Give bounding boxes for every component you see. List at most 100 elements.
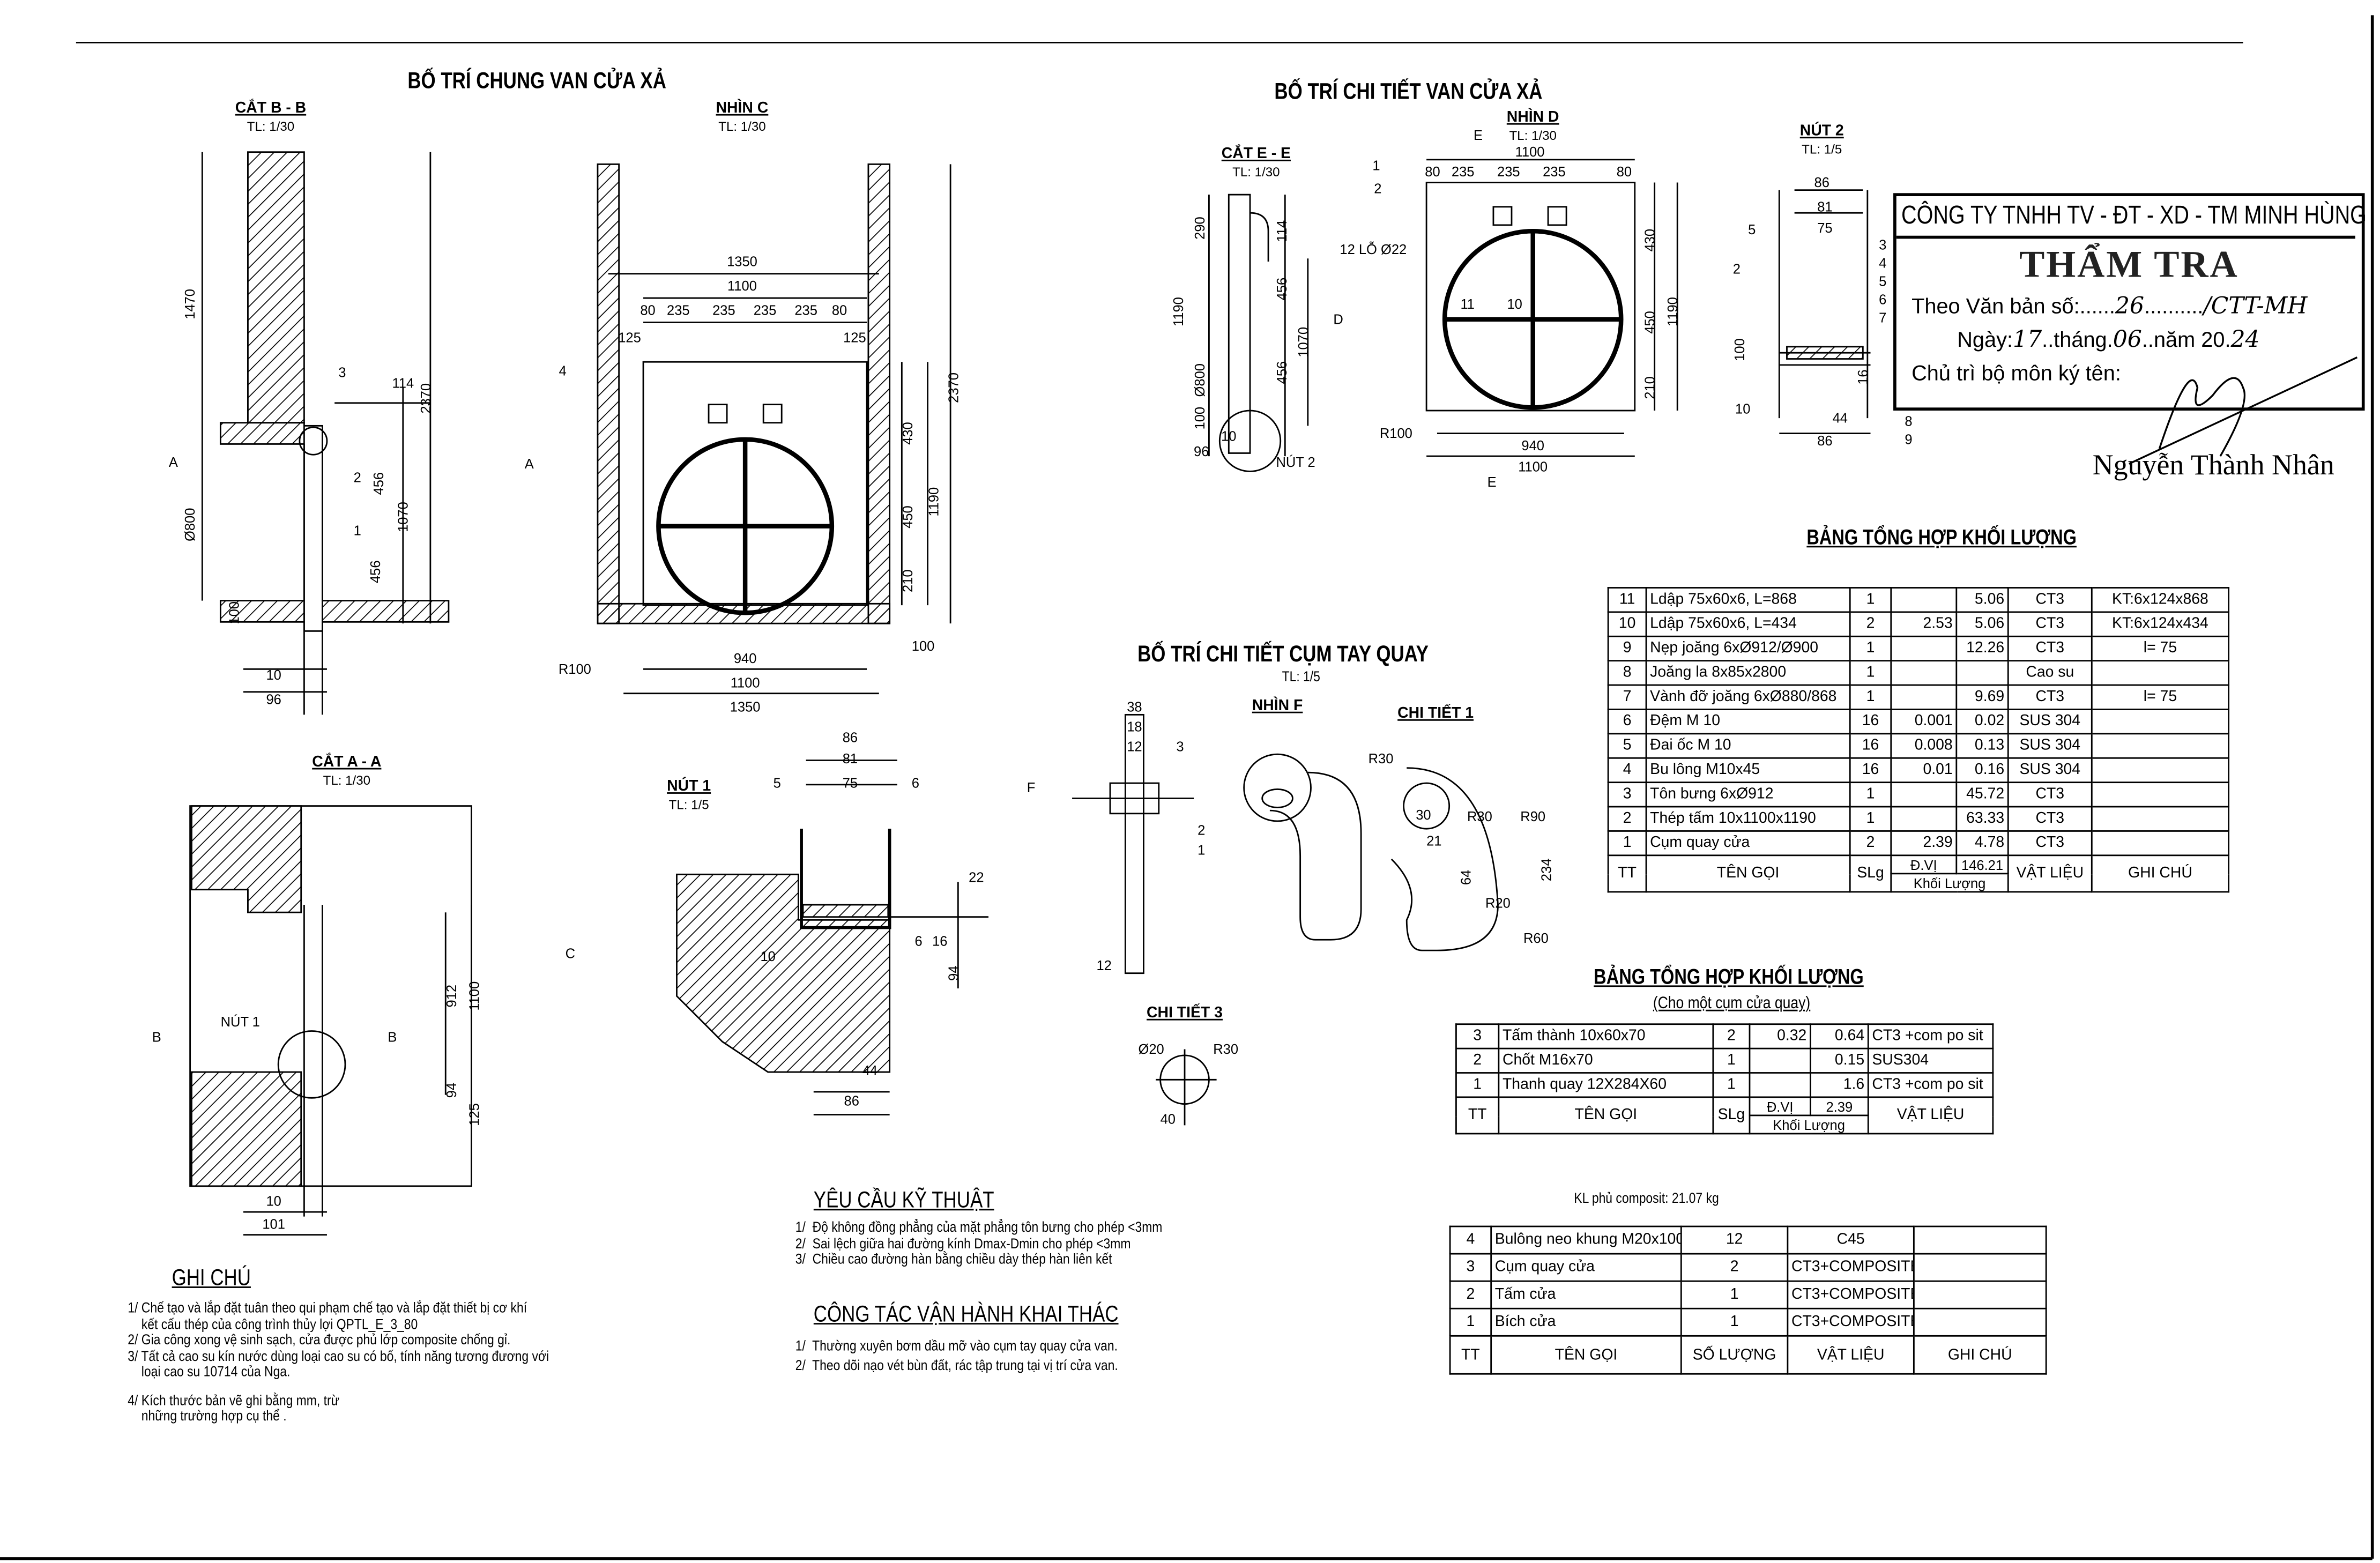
day-label: Ngày: <box>1957 326 2013 352</box>
cell-unit: 0.01 <box>1890 757 1958 784</box>
header-unit: Đ.VỊ <box>1749 1096 1811 1117</box>
nc-label-d2370: 2370 <box>946 373 961 403</box>
header-name: TÊN GỌI <box>1498 1096 1714 1135</box>
view-scale-aa: TL: 1/30 <box>323 772 371 788</box>
cell-material: CT3 +com po sit <box>1867 1023 1994 1050</box>
cell-qty: 2 <box>1849 611 1892 637</box>
cell-qty: 1 <box>1712 1047 1751 1074</box>
cell-name: Ldập 75x60x6, L=868 <box>1645 587 1851 613</box>
ct1-label-d64: 64 <box>1459 870 1474 885</box>
crank-assembly-drawing <box>1072 713 1499 1126</box>
cell-qty: 16 <box>1849 757 1892 784</box>
bb-label-d100: 100 <box>227 601 242 624</box>
bb-label-d114: 114 <box>392 376 414 391</box>
n2-label-d81: 81 <box>1817 199 1832 214</box>
cell-note <box>1913 1253 2047 1282</box>
ee-label-d1070: 1070 <box>1296 327 1311 358</box>
crank-table-title: BẢNG TỔNG HỢP KHỐI LƯỢNG <box>1594 964 1864 989</box>
view-caption-ct3: CHI TIẾT 3 <box>1147 1005 1223 1022</box>
cell-unit <box>1749 1072 1811 1098</box>
cell-material: CT3 <box>2007 635 2093 662</box>
cell-tt: 1 <box>1455 1072 1500 1098</box>
view-caption-nf: NHÌN F <box>1252 698 1303 715</box>
nc-label-d1100b: 1100 <box>731 675 760 690</box>
n1-label-d81: 81 <box>843 751 858 766</box>
node-1-drawing <box>676 760 989 1115</box>
view-caption-n2: NÚT 2 <box>1799 123 1844 140</box>
cell-note <box>1913 1280 2047 1309</box>
cell-qty: 1 <box>1712 1072 1751 1098</box>
cell-tt: 6 <box>1607 709 1647 735</box>
cell-unit <box>1890 806 1958 832</box>
cell-material: SUS304 <box>1867 1047 1994 1074</box>
nd-label-d450: 450 <box>1643 311 1658 334</box>
view-scale-nc: TL: 1/30 <box>718 118 766 134</box>
view-caption-nd: NHÌN D <box>1506 109 1559 126</box>
n2-label-d44: 44 <box>1833 411 1848 426</box>
cell-material: CT3 <box>2007 830 2093 857</box>
nd-label-s235b: 235 <box>1497 165 1520 180</box>
n1-label-secC: C <box>566 946 575 961</box>
cell-total: 9.69 <box>1955 684 2009 710</box>
title-crank-layout: BỐ TRÍ CHI TIẾT CỤM TAY QUAY <box>1137 642 1429 668</box>
bb-label-d1070: 1070 <box>396 502 411 532</box>
nd-label-d1100b: 1100 <box>1518 459 1548 474</box>
note-line: 3/ Tất cả cao su kín nước dùng loại cao … <box>128 1348 549 1365</box>
cell-note: KT:6x124x868 <box>2091 587 2230 613</box>
crank-label-d38: 38 <box>1127 700 1142 715</box>
note-line: 2/ Theo dõi nạo vét bùn đất, rác tập tru… <box>795 1358 1118 1375</box>
header-material: VẬT LIỆU <box>2007 854 2093 893</box>
nd-label-holes: 12 LỖ Ø22 <box>1340 241 1407 257</box>
ee-label-secD: D <box>1333 312 1343 327</box>
cell-name: Bulông neo khung M20x100 <box>1490 1225 1682 1255</box>
nd-label-p1: 1 <box>1372 159 1380 174</box>
nd-label-d430: 430 <box>1643 229 1658 252</box>
dimension-labels: 147023701144561070456Ø8001001096321A1350… <box>152 128 1913 1232</box>
nc-label-d1350b: 1350 <box>730 700 761 715</box>
note-line: 1/ Độ không đồng phẳng của mặt phẳng tôn… <box>795 1219 1163 1237</box>
notes-list: 1/ Chế tạo và lắp đặt tuân theo qui phạm… <box>128 1301 549 1425</box>
cell-qty: 1 <box>1849 806 1892 832</box>
cell-total: 5.06 <box>1955 587 2009 613</box>
nc-label-s80a: 80 <box>640 303 655 318</box>
cell-total: 4.78 <box>1955 830 2009 857</box>
cell-material: SUS 304 <box>2007 709 2093 735</box>
section-ee-drawing <box>1208 193 1309 472</box>
nd-label-secE2: E <box>1488 475 1497 490</box>
requirements-title: YÊU CẦU KỸ THUẬT <box>813 1187 994 1214</box>
operation-title: CÔNG TÁC VẬN HÀNH KHAI THÁC <box>813 1301 1119 1328</box>
ct1-label-d30: 30 <box>1416 808 1431 823</box>
stamp-title: THẨM TRA <box>2019 244 2239 286</box>
nc-label-d1350: 1350 <box>727 254 757 269</box>
header-name: TÊN GỌI <box>1645 854 1851 893</box>
ee-label-d100: 100 <box>1193 407 1208 430</box>
cell-total: 0.15 <box>1810 1047 1869 1074</box>
ee-label-d1190: 1190 <box>1171 297 1186 326</box>
cell-tt: 5 <box>1607 733 1647 759</box>
n2-label-p4: 4 <box>1879 256 1886 271</box>
crank-scale: TL: 1/5 <box>1282 669 1320 686</box>
n2-label-d10: 10 <box>1735 402 1750 417</box>
cell-name: Thanh quay 12X284X60 <box>1498 1072 1714 1098</box>
cell-unit: 0.008 <box>1890 733 1958 759</box>
nc-label-s235b: 235 <box>712 303 735 318</box>
cell-note: KT:6x124x434 <box>2091 611 2230 637</box>
n2-label-p3: 3 <box>1879 237 1886 252</box>
cell-tt: 9 <box>1607 635 1647 662</box>
nc-label-secA: A <box>525 457 534 472</box>
ct1-label-r90: R90 <box>1520 809 1545 824</box>
aa-label-d1100: 1100 <box>467 981 482 1011</box>
cell-qty: 1 <box>1680 1307 1789 1337</box>
ct1-label-d234: 234 <box>1539 858 1555 881</box>
cell-total: 0.16 <box>1955 757 2009 784</box>
n2-label-p9: 9 <box>1905 432 1912 447</box>
ee-label-d456b: 456 <box>1275 361 1290 384</box>
cell-note <box>1913 1225 2047 1255</box>
